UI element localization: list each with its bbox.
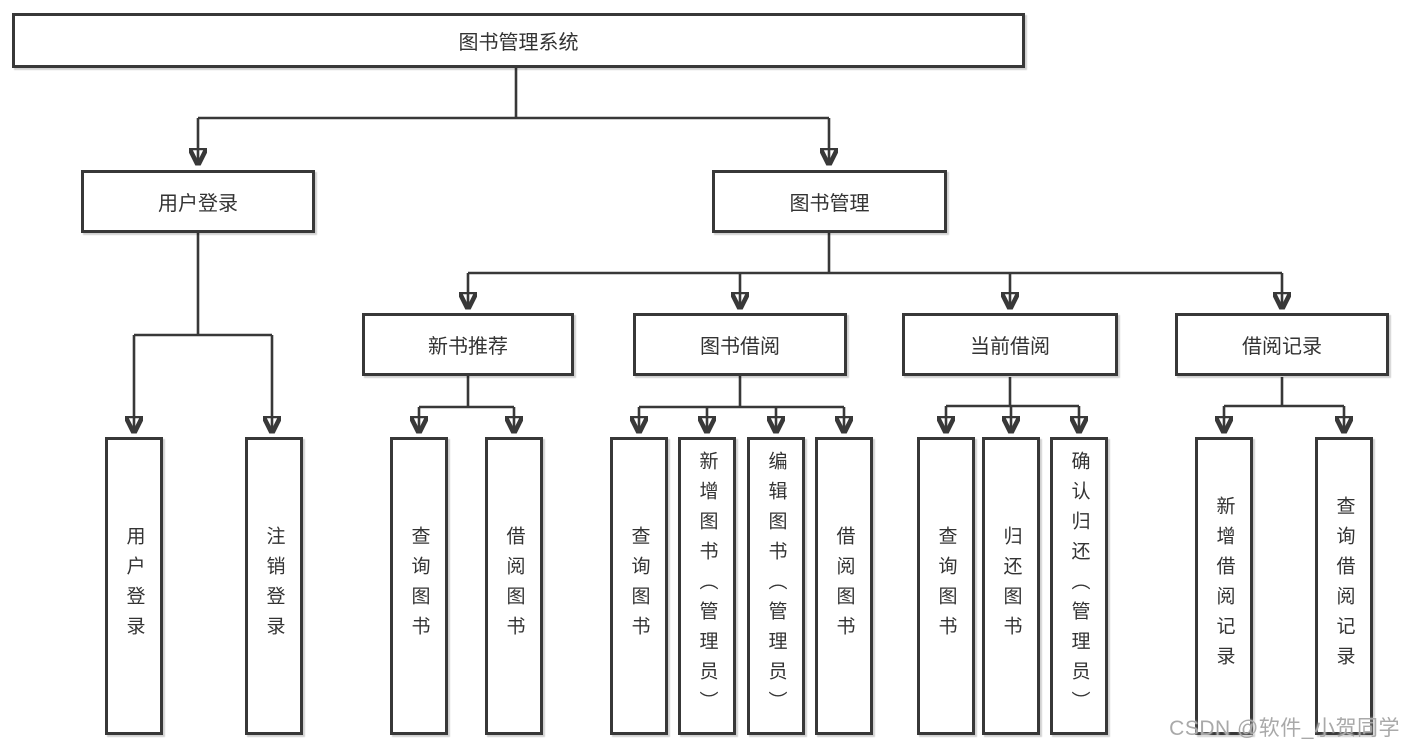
node-user-login: 用户登录 [81, 170, 315, 233]
leaf-label: 借阅图书 [833, 526, 855, 646]
leaf-label: 查询图书 [628, 526, 650, 646]
leaf-label: 新增借阅记录 [1213, 496, 1235, 676]
leaf-add-borrow-record: 新增借阅记录 [1195, 437, 1253, 735]
leaf-label: 注销登录 [263, 526, 285, 646]
node-library-management-system: 图书管理系统 [12, 13, 1025, 68]
leaf-label: 归还图书 [1000, 526, 1022, 646]
node-label: 新书推荐 [428, 336, 508, 358]
leaf-label: 确认归还（管理员） [1068, 451, 1090, 721]
node-label: 图书借阅 [700, 336, 780, 358]
node-borrow-records: 借阅记录 [1175, 313, 1389, 376]
node-label: 用户登录 [158, 193, 238, 215]
leaf-label: 用户登录 [123, 526, 145, 646]
leaf-borrow-book: 借阅图书 [815, 437, 873, 735]
leaf-user-login: 用户登录 [105, 437, 163, 735]
node-label: 当前借阅 [970, 336, 1050, 358]
node-current-borrow: 当前借阅 [902, 313, 1118, 376]
leaf-label: 借阅图书 [503, 526, 525, 646]
leaf-search-book: 查询图书 [610, 437, 668, 735]
leaf-search-borrow-record: 查询借阅记录 [1315, 437, 1373, 735]
leaf-confirm-return-admin: 确认归还（管理员） [1050, 437, 1108, 735]
leaf-label: 查询图书 [935, 526, 957, 646]
node-label: 图书管理 [789, 193, 870, 215]
leaf-add-book-admin: 新增图书（管理员） [678, 437, 736, 735]
leaf-logout: 注销登录 [245, 437, 303, 735]
leaf-label: 编辑图书（管理员） [765, 451, 787, 721]
node-book-borrow: 图书借阅 [633, 313, 847, 376]
leaf-search-book-recommend: 查询图书 [390, 437, 448, 735]
node-label: 图书管理系统 [458, 32, 579, 54]
leaf-edit-book-admin: 编辑图书（管理员） [747, 437, 805, 735]
node-new-book-recommend: 新书推荐 [362, 313, 574, 376]
leaf-label: 查询图书 [408, 526, 430, 646]
leaf-label: 查询借阅记录 [1333, 496, 1355, 676]
node-label: 借阅记录 [1242, 336, 1322, 358]
leaf-label: 新增图书（管理员） [696, 451, 718, 721]
node-book-management: 图书管理 [712, 170, 947, 233]
leaf-search-current-borrow: 查询图书 [917, 437, 975, 735]
watermark: CSDN @软件_小贺同学 [1169, 717, 1400, 740]
leaf-return-book: 归还图书 [982, 437, 1040, 735]
leaf-borrow-book-recommend: 借阅图书 [485, 437, 543, 735]
